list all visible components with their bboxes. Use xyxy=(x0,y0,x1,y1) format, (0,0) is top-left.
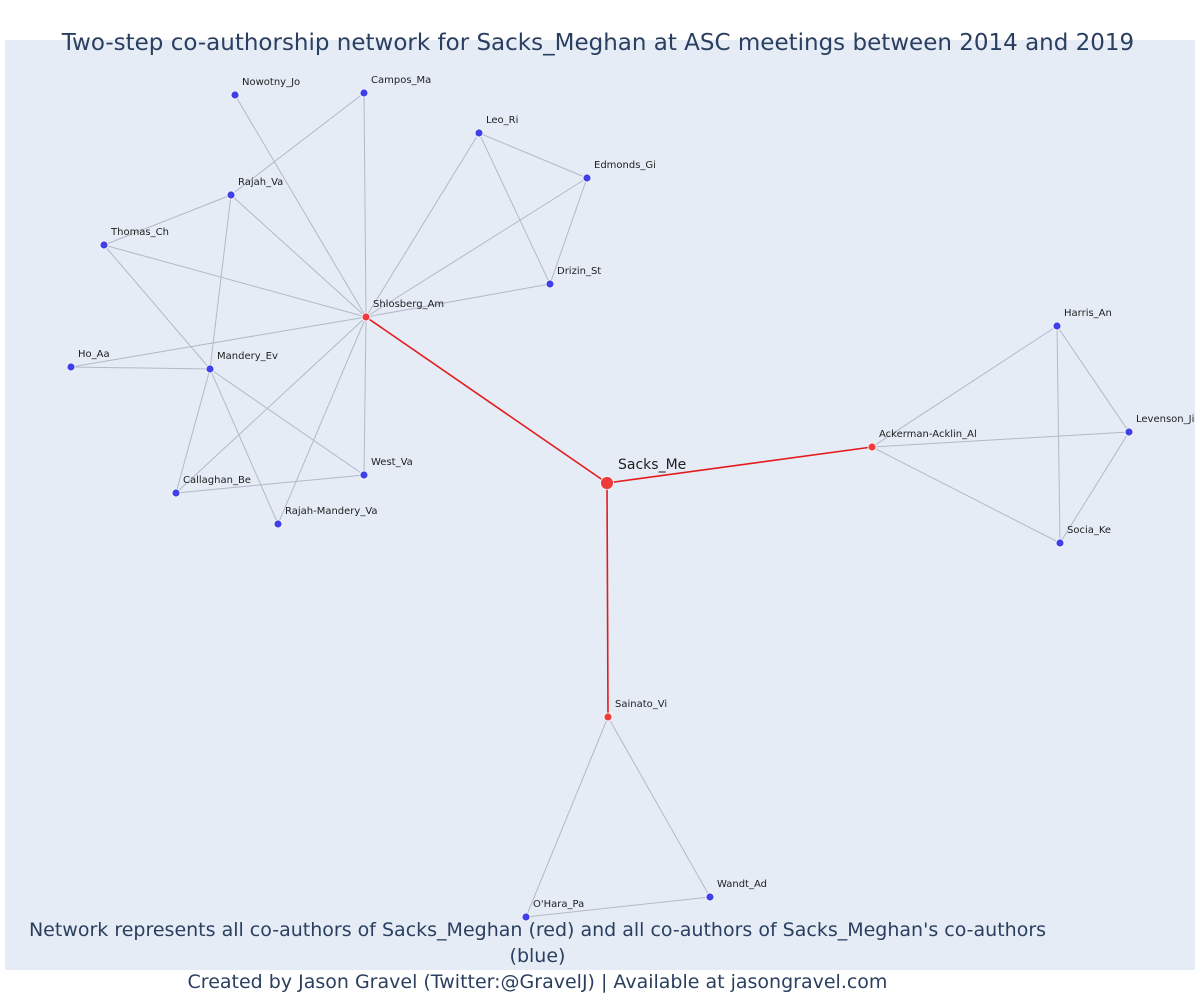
edge-leo-ri-drizin-st xyxy=(478,132,551,285)
node-label-thomas-ch: Thomas_Ch xyxy=(110,227,169,238)
edge-mandery-ev-rajah-mandery-va xyxy=(209,368,279,525)
node-socia-ke[interactable] xyxy=(1055,538,1065,548)
node-label-socia-ke: Socia_Ke xyxy=(1067,525,1111,536)
node-label-ho-aa: Ho_Aa xyxy=(78,349,110,360)
node-label-o-hara-pa: O'Hara_Pa xyxy=(533,899,584,910)
edge-sacks-me-ackerman-acklin-al xyxy=(606,446,873,484)
edge-sainato-vi-wandt-ad xyxy=(607,716,711,898)
node-rajah-va[interactable] xyxy=(226,190,236,200)
node-leo-ri[interactable] xyxy=(474,128,484,138)
edge-mandery-ev-callaghan-be xyxy=(175,368,211,494)
edge-harris-an-socia-ke xyxy=(1056,325,1061,544)
edge-shlosberg-am-leo-ri xyxy=(365,132,480,318)
node-label-sacks-me: Sacks_Me xyxy=(618,457,686,473)
node-sainato-vi[interactable] xyxy=(603,712,613,722)
node-shlosberg-am[interactable] xyxy=(361,312,371,322)
edge-shlosberg-am-rajah-va xyxy=(230,194,367,318)
node-label-rajah-va: Rajah_Va xyxy=(238,177,283,188)
node-label-rajah-mandery-va: Rajah-Mandery_Va xyxy=(285,506,378,517)
edge-thomas-ch-mandery-ev xyxy=(103,244,211,370)
node-label-drizin-st: Drizin_St xyxy=(557,266,601,277)
node-label-ackerman-acklin-al: Ackerman-Acklin_Al xyxy=(879,429,977,440)
node-label-sainato-vi: Sainato_Vi xyxy=(615,699,667,710)
edge-harris-an-levenson-ji xyxy=(1056,325,1130,433)
node-west-va[interactable] xyxy=(359,470,369,480)
edges-layer xyxy=(70,92,1130,918)
node-label-west-va: West_Va xyxy=(371,457,413,468)
node-label-nowotny-jo: Nowotny_Jo xyxy=(242,77,300,88)
node-wandt-ad[interactable] xyxy=(705,892,715,902)
node-label-leo-ri: Leo_Ri xyxy=(486,115,518,126)
node-label-levenson-ji: Levenson_Ji xyxy=(1136,414,1194,425)
node-ackerman-acklin-al[interactable] xyxy=(867,442,877,452)
edge-levenson-ji-socia-ke xyxy=(1059,431,1130,544)
labels-layer: Sacks_Me Shlosberg_AmAckerman-Acklin_AlSa… xyxy=(78,75,1194,910)
edge-shlosberg-am-west-va xyxy=(363,316,367,476)
edge-shlosberg-am-campos-ma xyxy=(363,92,367,318)
edge-rajah-va-campos-ma xyxy=(230,92,365,196)
edge-ackerman-acklin-al-harris-an xyxy=(871,325,1058,448)
edge-rajah-va-thomas-ch xyxy=(103,194,232,246)
edge-shlosberg-am-nowotny-jo xyxy=(234,94,367,318)
chart-title: Two-step co-authorship network for Sacks… xyxy=(61,30,1135,56)
nodes-layer xyxy=(66,88,1134,922)
edge-mandery-ev-west-va xyxy=(209,368,365,476)
node-label-edmonds-gi: Edmonds_Gi xyxy=(594,160,656,171)
edge-leo-ri-edmonds-gi xyxy=(478,132,588,179)
edge-ackerman-acklin-al-levenson-ji xyxy=(871,431,1130,448)
edge-shlosberg-am-rajah-mandery-va xyxy=(277,316,367,525)
node-harris-an[interactable] xyxy=(1052,321,1062,331)
node-ho-aa[interactable] xyxy=(66,362,76,372)
edge-sacks-me-sainato-vi xyxy=(606,482,609,718)
edge-sainato-vi-o-hara-pa xyxy=(525,716,609,918)
node-sacks-me[interactable] xyxy=(600,476,614,490)
edge-shlosberg-am-ho-aa xyxy=(70,316,367,368)
node-label-callaghan-be: Callaghan_Be xyxy=(183,475,251,486)
node-rajah-mandery-va[interactable] xyxy=(273,519,283,529)
node-thomas-ch[interactable] xyxy=(99,240,109,250)
node-label-campos-ma: Campos_Ma xyxy=(371,75,431,86)
node-label-harris-an: Harris_An xyxy=(1064,308,1112,319)
node-mandery-ev[interactable] xyxy=(205,364,215,374)
edge-rajah-va-mandery-ev xyxy=(209,194,232,370)
node-campos-ma[interactable] xyxy=(359,88,369,98)
node-nowotny-jo[interactable] xyxy=(230,90,240,100)
edge-ho-aa-mandery-ev xyxy=(70,366,211,370)
edge-edmonds-gi-drizin-st xyxy=(549,177,588,285)
node-edmonds-gi[interactable] xyxy=(582,173,592,183)
network-plot-area xyxy=(5,40,1195,970)
edge-callaghan-be-west-va xyxy=(175,474,365,494)
chart-caption: Network represents all co-authors of Sac… xyxy=(0,917,1075,995)
edge-sacks-me-shlosberg-am xyxy=(365,316,608,484)
caption-line-1: Network represents all co-authors of Sac… xyxy=(28,919,1047,967)
edge-ackerman-acklin-al-socia-ke xyxy=(871,446,1061,544)
node-label-mandery-ev: Mandery_Ev xyxy=(217,351,278,362)
node-label-wandt-ad: Wandt_Ad xyxy=(717,879,767,890)
node-o-hara-pa[interactable] xyxy=(521,912,531,922)
edge-shlosberg-am-callaghan-be xyxy=(175,316,367,494)
node-label-shlosberg-am: Shlosberg_Am xyxy=(373,299,444,310)
caption-line-2: Created by Jason Gravel (Twitter:@Gravel… xyxy=(187,971,888,993)
edge-shlosberg-am-edmonds-gi xyxy=(365,177,588,318)
node-levenson-ji[interactable] xyxy=(1124,427,1134,437)
edge-wandt-ad-o-hara-pa xyxy=(525,896,711,918)
edge-shlosberg-am-thomas-ch xyxy=(103,244,367,318)
edge-shlosberg-am-drizin-st xyxy=(365,283,551,318)
node-drizin-st[interactable] xyxy=(545,279,555,289)
node-callaghan-be[interactable] xyxy=(171,488,181,498)
